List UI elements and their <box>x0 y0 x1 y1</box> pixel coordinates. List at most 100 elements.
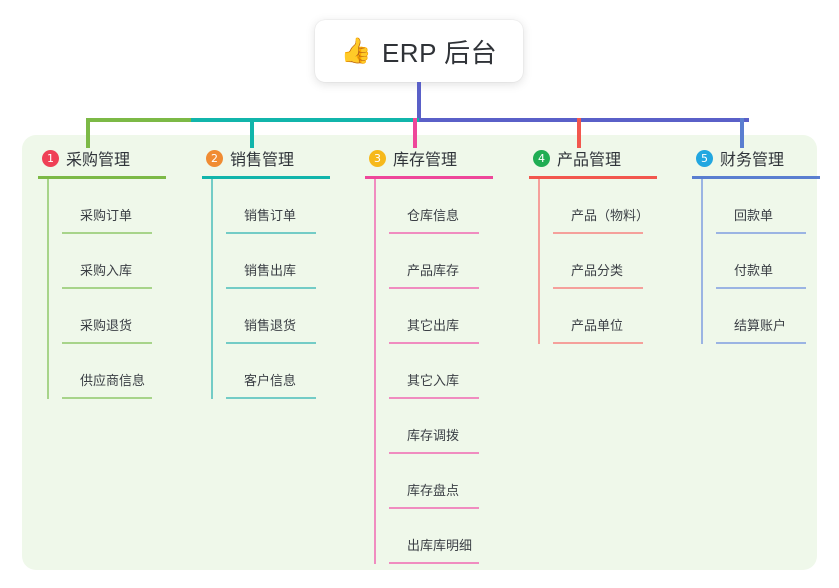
list-item-underline <box>389 397 479 399</box>
list-item[interactable]: 客户信息 <box>226 344 342 399</box>
list-item[interactable]: 回款单 <box>716 179 832 234</box>
column-title: 财务管理 <box>720 152 785 169</box>
list-item-underline <box>716 342 806 344</box>
list-item[interactable]: 产品库存 <box>389 234 505 289</box>
column-title: 采购管理 <box>66 152 131 169</box>
column-underline <box>202 176 330 179</box>
list-item[interactable]: 仓库信息 <box>389 179 505 234</box>
list-item-underline <box>62 342 152 344</box>
list-item-label: 结算账户 <box>734 318 787 333</box>
list-item[interactable]: 库存盘点 <box>389 454 505 509</box>
column-underline <box>365 176 493 179</box>
trunk-segment-green <box>86 118 191 122</box>
column-5: 5 财务管理回款单付款单结算账户 <box>680 146 832 344</box>
list-item-underline <box>62 287 152 289</box>
list-item-label: 产品单位 <box>571 318 624 333</box>
list-item-label: 采购退货 <box>80 318 133 333</box>
list-item-underline <box>389 507 479 509</box>
list-item-underline <box>553 342 643 344</box>
list-item[interactable]: 其它入库 <box>389 344 505 399</box>
column-item-list: 回款单付款单结算账户 <box>680 179 832 344</box>
list-item-underline <box>389 342 479 344</box>
list-item[interactable]: 其它出库 <box>389 289 505 344</box>
drop-connector-column-4 <box>577 118 581 148</box>
list-item-label: 付款单 <box>734 263 774 278</box>
drop-connector-column-5 <box>740 118 744 148</box>
list-item-underline <box>226 342 316 344</box>
content-panel <box>22 135 817 570</box>
list-item-label: 产品分类 <box>571 263 624 278</box>
list-item[interactable]: 销售出库 <box>226 234 342 289</box>
column-title: 销售管理 <box>230 152 295 169</box>
list-item-label: 销售退货 <box>244 318 297 333</box>
root-node-card[interactable]: 👍 ERP 后台 <box>315 20 523 82</box>
list-item-label: 采购入库 <box>80 263 133 278</box>
trunk-segment-teal <box>191 118 419 122</box>
list-item-underline <box>389 232 479 234</box>
column-header-3[interactable]: 3 库存管理 <box>353 146 505 170</box>
thumbs-up-icon: 👍 <box>340 36 372 65</box>
column-3: 3 库存管理仓库信息产品库存其它出库其它入库库存调拨库存盘点出库库明细 <box>353 146 505 564</box>
list-item-underline <box>553 232 643 234</box>
column-spine <box>47 179 49 399</box>
number-badge-icon: 4 <box>533 149 550 167</box>
list-item-label: 库存盘点 <box>407 483 460 498</box>
list-item[interactable]: 出库库明细 <box>389 509 505 564</box>
root-node-title: ERP 后台 <box>381 37 498 68</box>
list-item[interactable]: 供应商信息 <box>62 344 178 399</box>
list-item[interactable]: 付款单 <box>716 234 832 289</box>
column-underline <box>38 176 166 179</box>
column-item-list: 采购订单采购入库采购退货供应商信息 <box>26 179 178 399</box>
list-item-label: 产品库存 <box>407 263 460 278</box>
list-item-underline <box>389 287 479 289</box>
list-item-underline <box>62 397 152 399</box>
list-item-label: 销售订单 <box>244 208 297 223</box>
list-item[interactable]: 结算账户 <box>716 289 832 344</box>
drop-connector-column-2 <box>250 118 254 148</box>
list-item-underline <box>62 232 152 234</box>
column-title: 库存管理 <box>393 152 458 169</box>
drop-connector-column-1 <box>86 118 90 148</box>
list-item-label: 回款单 <box>734 208 774 223</box>
list-item-underline <box>553 287 643 289</box>
root-vertical-connector <box>417 82 421 120</box>
list-item-underline <box>389 562 479 564</box>
drop-connector-column-3 <box>413 118 417 148</box>
column-header-4[interactable]: 4 产品管理 <box>517 146 669 170</box>
list-item-label: 其它出库 <box>407 318 460 333</box>
list-item[interactable]: 产品（物料） <box>553 179 669 234</box>
column-item-list: 仓库信息产品库存其它出库其它入库库存调拨库存盘点出库库明细 <box>353 179 505 564</box>
number-badge-icon: 2 <box>206 149 223 167</box>
column-header-2[interactable]: 2 销售管理 <box>190 146 342 170</box>
list-item[interactable]: 采购入库 <box>62 234 178 289</box>
list-item-underline <box>716 232 806 234</box>
list-item-label: 仓库信息 <box>407 208 460 223</box>
list-item[interactable]: 库存调拨 <box>389 399 505 454</box>
list-item-label: 其它入库 <box>407 373 460 388</box>
list-item-label: 销售出库 <box>244 263 297 278</box>
column-header-5[interactable]: 5 财务管理 <box>680 146 832 170</box>
list-item-label: 产品（物料） <box>571 208 650 223</box>
list-item[interactable]: 产品分类 <box>553 234 669 289</box>
list-item-underline <box>716 287 806 289</box>
list-item-underline <box>226 287 316 289</box>
list-item[interactable]: 销售订单 <box>226 179 342 234</box>
column-4: 4 产品管理产品（物料） 产品分类产品单位 <box>517 146 669 344</box>
list-item[interactable]: 采购订单 <box>62 179 178 234</box>
list-item-label: 客户信息 <box>244 373 297 388</box>
column-underline <box>692 176 820 179</box>
list-item-label: 库存调拨 <box>407 428 460 443</box>
trunk-segment-indigo <box>419 118 749 122</box>
column-2: 2 销售管理销售订单销售出库销售退货客户信息 <box>190 146 342 399</box>
column-spine <box>374 179 376 564</box>
list-item[interactable]: 采购退货 <box>62 289 178 344</box>
number-badge-icon: 5 <box>696 149 713 167</box>
column-title: 产品管理 <box>557 152 622 169</box>
column-spine <box>701 179 703 344</box>
column-spine <box>211 179 213 399</box>
number-badge-icon: 3 <box>369 149 386 167</box>
list-item[interactable]: 销售退货 <box>226 289 342 344</box>
list-item[interactable]: 产品单位 <box>553 289 669 344</box>
